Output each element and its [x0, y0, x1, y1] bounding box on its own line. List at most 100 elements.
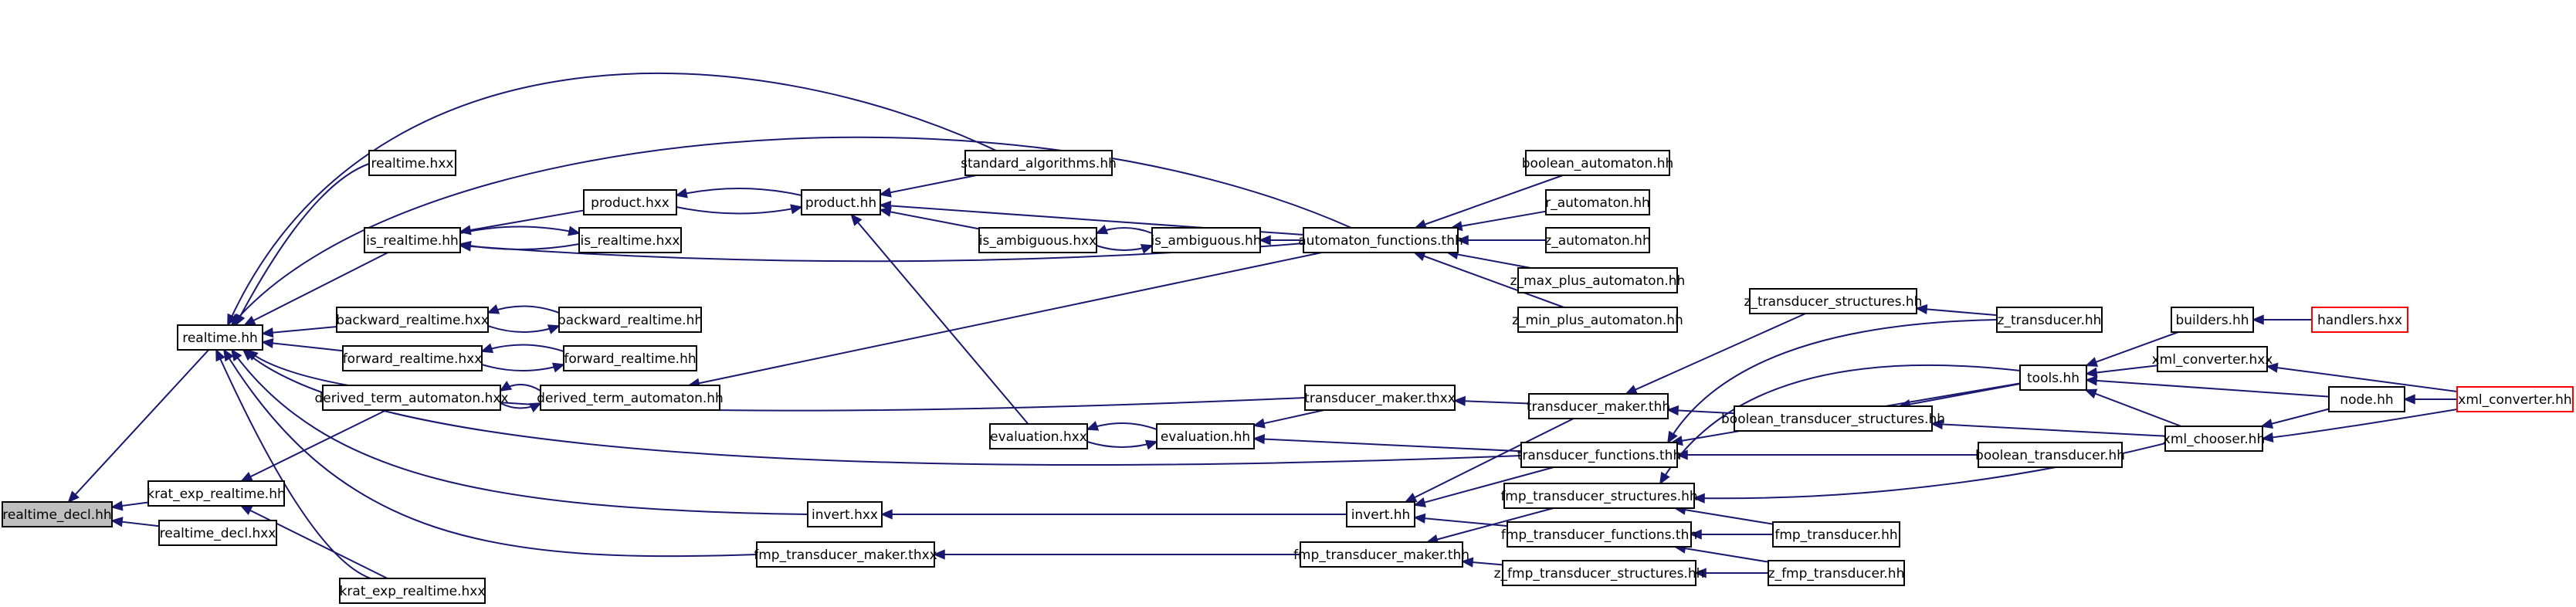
node-box[interactable] [563, 345, 697, 371]
node-box[interactable] [1768, 560, 1905, 586]
node-box[interactable] [342, 345, 483, 371]
node-xml-chooser-hh[interactable]: xml_chooser.hh [2163, 426, 2265, 452]
node-box[interactable] [2157, 346, 2268, 372]
node-box[interactable] [578, 227, 682, 253]
node-backward-realtime-hh[interactable]: backward_realtime.hh [558, 307, 703, 333]
node-product-hh[interactable]: product.hh [801, 189, 881, 215]
node-realtime-decl-hh[interactable]: realtime_decl.hh [2, 501, 113, 527]
node-box[interactable] [2456, 386, 2574, 412]
node-box[interactable] [339, 578, 486, 604]
node-is-ambiguous-hxx[interactable]: is_ambiguous.hxx [978, 227, 1097, 253]
node-handlers-hxx[interactable]: handlers.hxx [2311, 307, 2408, 333]
node-automaton-functions-thh[interactable]: automaton_functions.thh [1298, 227, 1463, 253]
node-transducer-maker-thxx[interactable]: transducer_maker.thxx [1304, 385, 1456, 411]
node-z-fmp-transducer-structures-hh[interactable]: z_fmp_transducer_structures.hh [1494, 560, 1705, 586]
node-box[interactable] [1996, 307, 2103, 333]
node-box[interactable] [540, 385, 720, 411]
node-box[interactable] [364, 227, 461, 253]
node-z-fmp-transducer-hh[interactable]: z_fmp_transducer.hh [1768, 560, 1905, 586]
node-r-automaton-hh[interactable]: r_automaton.hh [1545, 189, 1650, 215]
node-krat-exp-realtime-hxx[interactable]: krat_exp_realtime.hxx [339, 578, 486, 604]
node-fmp-transducer-maker-thh[interactable]: fmp_transducer_maker.thh [1293, 541, 1469, 568]
node-box[interactable] [964, 150, 1113, 176]
node-z-transducer-hh[interactable]: z_transducer.hh [1996, 307, 2103, 333]
node-transducer-functions-thh[interactable]: transducer_functions.thh [1517, 442, 1681, 468]
node-box[interactable] [1749, 288, 1917, 314]
node-evaluation-hh[interactable]: evaluation.hh [1156, 423, 1255, 449]
node-box[interactable] [2311, 307, 2408, 333]
node-box[interactable] [2171, 307, 2254, 333]
node-builders-hh[interactable]: builders.hh [2171, 307, 2254, 333]
node-boolean-transducer-structures-hh[interactable]: boolean_transducer_structures.hh [1721, 405, 1945, 432]
node-box[interactable] [756, 541, 935, 568]
node-box[interactable] [1978, 442, 2123, 468]
node-node-hh[interactable]: node.hh [2328, 386, 2405, 412]
node-backward-realtime-hxx[interactable]: backward_realtime.hxx [336, 307, 489, 333]
node-z-max-plus-automaton-hh[interactable]: z_max_plus_automaton.hh [1510, 267, 1686, 293]
node-box[interactable] [1734, 405, 1933, 432]
node-box[interactable] [158, 520, 277, 546]
node-box[interactable] [1772, 521, 1900, 548]
node-realtime-decl-hxx[interactable]: realtime_decl.hxx [158, 520, 277, 546]
node-derived-term-automaton-hxx[interactable]: derived_term_automaton.hxx [314, 385, 509, 411]
node-box[interactable] [1528, 393, 1669, 419]
node-z-min-plus-automaton-hh[interactable]: z_min_plus_automaton.hh [1512, 307, 1683, 333]
node-fmp-transducer-hh[interactable]: fmp_transducer.hh [1772, 521, 1900, 548]
node-box[interactable] [1151, 227, 1261, 253]
node-fmp-transducer-structures-hh[interactable]: fmp_transducer_structures.hh [1500, 483, 1698, 509]
node-box[interactable] [1303, 227, 1459, 253]
node-box[interactable] [368, 150, 456, 176]
node-product-hxx[interactable]: product.hxx [583, 189, 677, 215]
node-evaluation-hxx[interactable]: evaluation.hxx [989, 423, 1088, 449]
node-is-realtime-hxx[interactable]: is_realtime.hxx [578, 227, 682, 253]
node-is-ambiguous-hh[interactable]: is_ambiguous.hh [1151, 227, 1262, 253]
node-box[interactable] [2019, 365, 2087, 391]
node-invert-hh[interactable]: invert.hh [1346, 501, 1415, 527]
node-box[interactable] [1346, 501, 1415, 527]
node-krat-exp-realtime-hh[interactable]: krat_exp_realtime.hh [147, 480, 286, 507]
node-box[interactable] [1517, 267, 1678, 293]
node-box[interactable] [1503, 483, 1695, 509]
node-box[interactable] [978, 227, 1097, 253]
node-box[interactable] [1517, 307, 1678, 333]
node-box[interactable] [801, 189, 881, 215]
node-fmp-transducer-functions-thh[interactable]: fmp_transducer_functions.thh [1501, 521, 1697, 548]
node-realtime-hh[interactable]: realtime.hh [177, 324, 263, 351]
node-box[interactable] [2, 501, 113, 527]
node-box[interactable] [1300, 541, 1463, 568]
node-box[interactable] [2328, 386, 2405, 412]
node-realtime-hxx[interactable]: realtime.hxx [368, 150, 456, 176]
node-forward-realtime-hh[interactable]: forward_realtime.hh [563, 345, 697, 371]
node-box[interactable] [1545, 189, 1650, 215]
node-transducer-maker-thh[interactable]: transducer_maker.thh [1527, 393, 1670, 419]
node-xml-converter-hh[interactable]: xml_converter.hh [2456, 386, 2574, 412]
node-derived-term-automaton-hh[interactable]: derived_term_automaton.hh [537, 385, 724, 411]
node-xml-converter-hxx[interactable]: xml_converter.hxx [2152, 346, 2273, 372]
node-box[interactable] [558, 307, 702, 333]
node-box[interactable] [336, 307, 489, 333]
node-z-automaton-hh[interactable]: z_automaton.hh [1544, 227, 1651, 253]
node-boolean-automaton-hh[interactable]: boolean_automaton.hh [1522, 150, 1674, 176]
node-boolean-transducer-hh[interactable]: boolean_transducer.hh [1975, 442, 2125, 468]
node-z-transducer-structures-hh[interactable]: z_transducer_structures.hh [1744, 288, 1923, 314]
node-box[interactable] [177, 324, 263, 351]
node-standard-algorithms-hh[interactable]: standard_algorithms.hh [961, 150, 1117, 176]
node-box[interactable] [1507, 521, 1692, 548]
node-fmp-transducer-maker-thxx[interactable]: fmp_transducer_maker.thxx [754, 541, 937, 568]
node-tools-hh[interactable]: tools.hh [2019, 365, 2087, 391]
node-invert-hxx[interactable]: invert.hxx [807, 501, 883, 527]
node-box[interactable] [1545, 227, 1650, 253]
node-box[interactable] [807, 501, 883, 527]
node-box[interactable] [1304, 385, 1456, 411]
node-box[interactable] [1520, 442, 1678, 468]
node-box[interactable] [583, 189, 677, 215]
node-is-realtime-hh[interactable]: is_realtime.hh [364, 227, 461, 253]
node-box[interactable] [322, 385, 501, 411]
node-box[interactable] [1156, 423, 1255, 449]
node-box[interactable] [2164, 426, 2263, 452]
node-forward-realtime-hxx[interactable]: forward_realtime.hxx [342, 345, 483, 371]
node-box[interactable] [1502, 560, 1696, 586]
node-box[interactable] [989, 423, 1088, 449]
node-box[interactable] [1525, 150, 1670, 176]
node-box[interactable] [147, 480, 285, 507]
